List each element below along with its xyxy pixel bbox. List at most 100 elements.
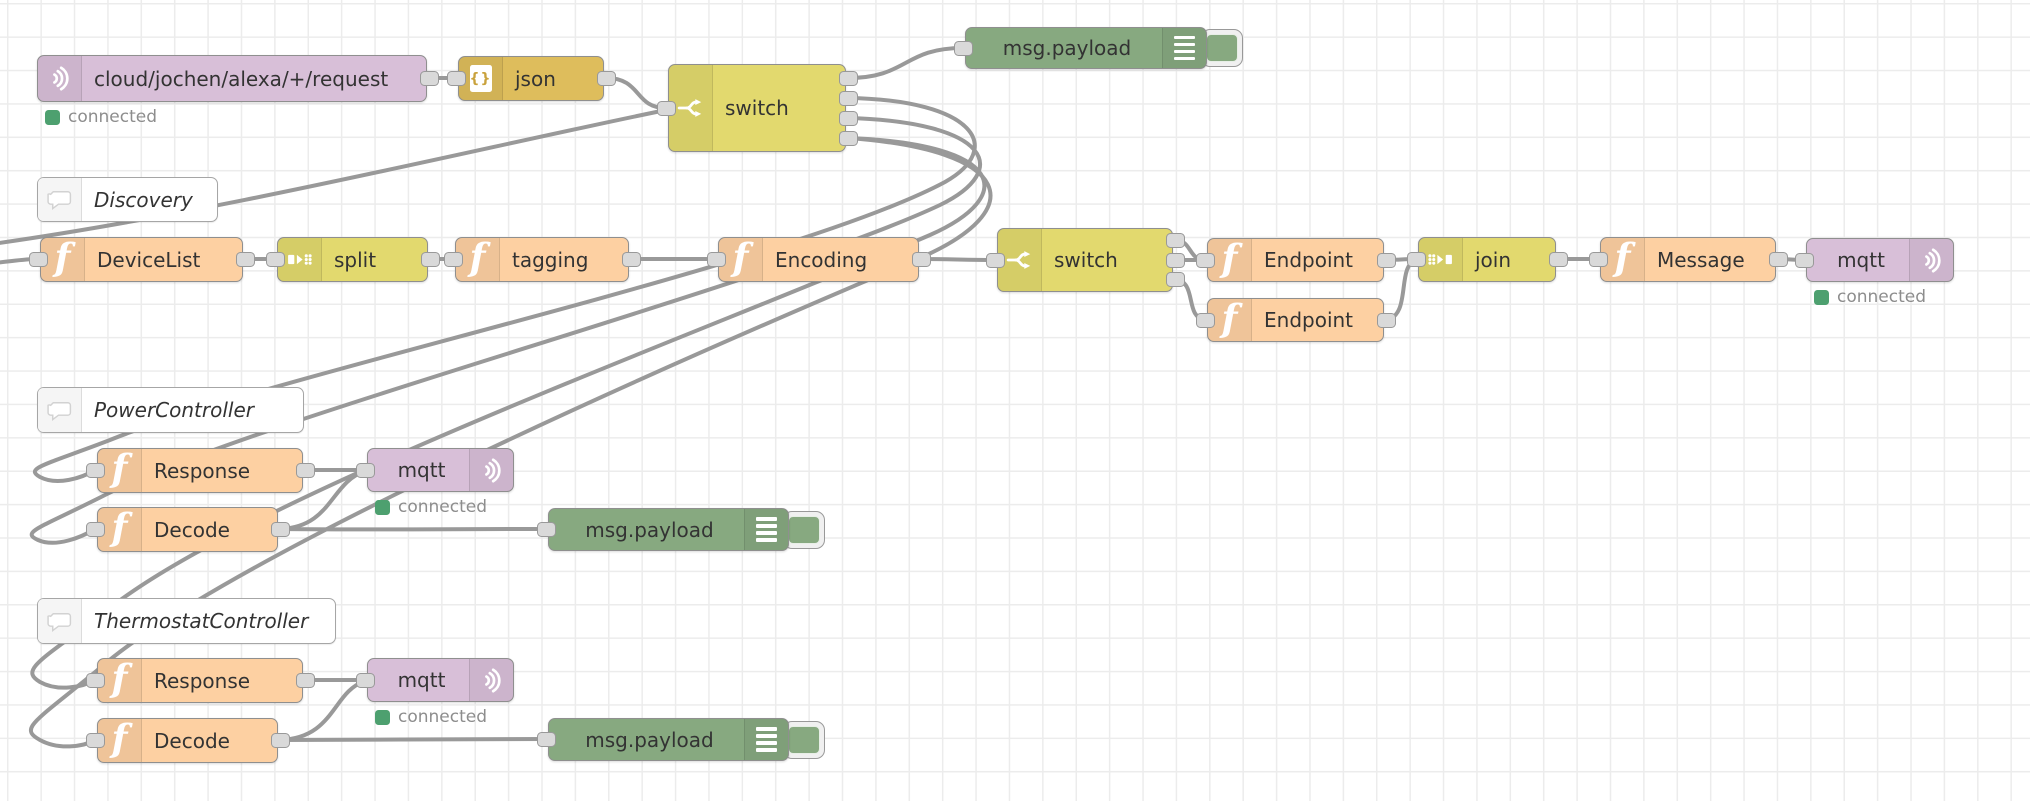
node-label: Decode: [154, 728, 230, 753]
node-label: json: [515, 66, 556, 91]
input-port[interactable]: [1588, 251, 1608, 267]
node-label: Response: [154, 668, 251, 693]
output-port[interactable]: [838, 90, 858, 106]
output-port[interactable]: [270, 732, 290, 748]
output-port[interactable]: [295, 462, 315, 478]
input-port[interactable]: [1406, 251, 1426, 267]
input-port[interactable]: [1794, 252, 1814, 268]
node-label: mqtt: [397, 668, 446, 692]
output-port[interactable]: [838, 70, 858, 86]
node-label: Response: [154, 458, 251, 483]
input-port[interactable]: [28, 251, 48, 267]
input-port[interactable]: [536, 731, 556, 747]
wire-switch-out4-to-response-thermo[interactable]: [30, 136, 987, 690]
node-debug-top[interactable]: msg.payload: [965, 27, 1207, 69]
node-label: PowerController: [94, 398, 254, 422]
wire-switch-out4-to-decode-thermo[interactable]: [28, 136, 993, 749]
input-port[interactable]: [446, 70, 466, 86]
output-port[interactable]: [235, 251, 255, 267]
node-split[interactable]: split: [277, 237, 428, 282]
wire-endpoint2-to-join[interactable]: [1384, 258, 1418, 322]
node-label: mqtt: [397, 458, 446, 482]
wire-encoding-to-switch-mid[interactable]: [919, 257, 997, 262]
node-mqtt-out-thermo[interactable]: mqtt: [367, 658, 514, 702]
output-port[interactable]: [1548, 251, 1568, 267]
input-port[interactable]: [706, 251, 726, 267]
status-connected-dot: [1814, 289, 1829, 305]
output-port[interactable]: [419, 70, 439, 86]
status-indicator: connected: [375, 497, 487, 517]
node-response-thermo[interactable]: f Response: [97, 658, 303, 703]
input-port[interactable]: [85, 521, 105, 537]
node-debug-power[interactable]: msg.payload: [548, 508, 789, 551]
input-port[interactable]: [85, 462, 105, 478]
input-port[interactable]: [953, 40, 973, 56]
function-icon: f: [456, 238, 500, 281]
status-connected-dot: [45, 109, 60, 125]
output-port[interactable]: [1165, 271, 1185, 287]
output-port[interactable]: [295, 672, 315, 688]
wire-offscreen-diagonal-to-switch[interactable]: [0, 108, 668, 245]
input-port[interactable]: [656, 100, 676, 116]
node-mqtt-out-main[interactable]: mqtt: [1806, 238, 1954, 282]
debug-toggle-state: [788, 726, 820, 754]
output-port[interactable]: [1376, 252, 1396, 268]
join-icon: [1419, 238, 1463, 281]
wire-decode-thermo-to-mqtt[interactable]: [278, 679, 367, 742]
input-port[interactable]: [85, 732, 105, 748]
debug-toggle-button[interactable]: [783, 511, 825, 549]
output-port[interactable]: [1165, 252, 1185, 268]
output-port[interactable]: [1376, 312, 1396, 328]
debug-toggle-button[interactable]: [783, 721, 825, 759]
node-comment-powercontroller[interactable]: PowerController: [37, 387, 304, 433]
input-port[interactable]: [1195, 252, 1215, 268]
function-icon: f: [1208, 239, 1252, 281]
node-switch-mid[interactable]: switch: [997, 228, 1173, 292]
node-mqtt-out-power[interactable]: mqtt: [367, 448, 514, 492]
node-label: Endpoint: [1264, 308, 1354, 332]
status-text: connected: [398, 707, 488, 727]
fork-icon: [669, 65, 713, 151]
input-port[interactable]: [355, 462, 375, 478]
output-port[interactable]: [1768, 251, 1788, 267]
output-port[interactable]: [1165, 232, 1185, 248]
debug-toggle-button[interactable]: [1201, 29, 1243, 67]
input-port[interactable]: [985, 252, 1005, 268]
input-port[interactable]: [85, 672, 105, 688]
node-switch-top[interactable]: switch: [668, 64, 846, 152]
output-port[interactable]: [911, 251, 931, 267]
output-port[interactable]: [838, 130, 858, 146]
input-port[interactable]: [536, 521, 556, 537]
output-port[interactable]: [838, 110, 858, 126]
output-port[interactable]: [596, 70, 616, 86]
output-port[interactable]: [420, 251, 440, 267]
input-port[interactable]: [265, 251, 285, 267]
input-port[interactable]: [1195, 312, 1215, 328]
debug-toggle-state: [1206, 34, 1238, 62]
wire-decode-thermo-to-debug[interactable]: [278, 737, 548, 742]
output-port[interactable]: [621, 251, 641, 267]
output-port[interactable]: [270, 521, 290, 537]
node-comment-discovery[interactable]: Discovery: [37, 177, 218, 222]
wire-switch-out3-to-decode-power[interactable]: [29, 116, 982, 545]
input-port[interactable]: [355, 672, 375, 688]
function-icon: f: [98, 659, 142, 702]
node-mqtt-in-request[interactable]: cloud/jochen/alexa/+/request: [37, 55, 427, 102]
node-json[interactable]: {}json: [458, 56, 604, 101]
node-debug-thermo[interactable]: msg.payload: [548, 718, 789, 761]
node-join[interactable]: join: [1418, 237, 1556, 282]
input-port[interactable]: [443, 251, 463, 267]
wire-switch-out1-to-debug[interactable]: [846, 46, 965, 80]
wire-decode-power-to-mqtt[interactable]: [278, 469, 367, 531]
node-comment-thermostatcontroller[interactable]: ThermostatController: [37, 598, 336, 644]
